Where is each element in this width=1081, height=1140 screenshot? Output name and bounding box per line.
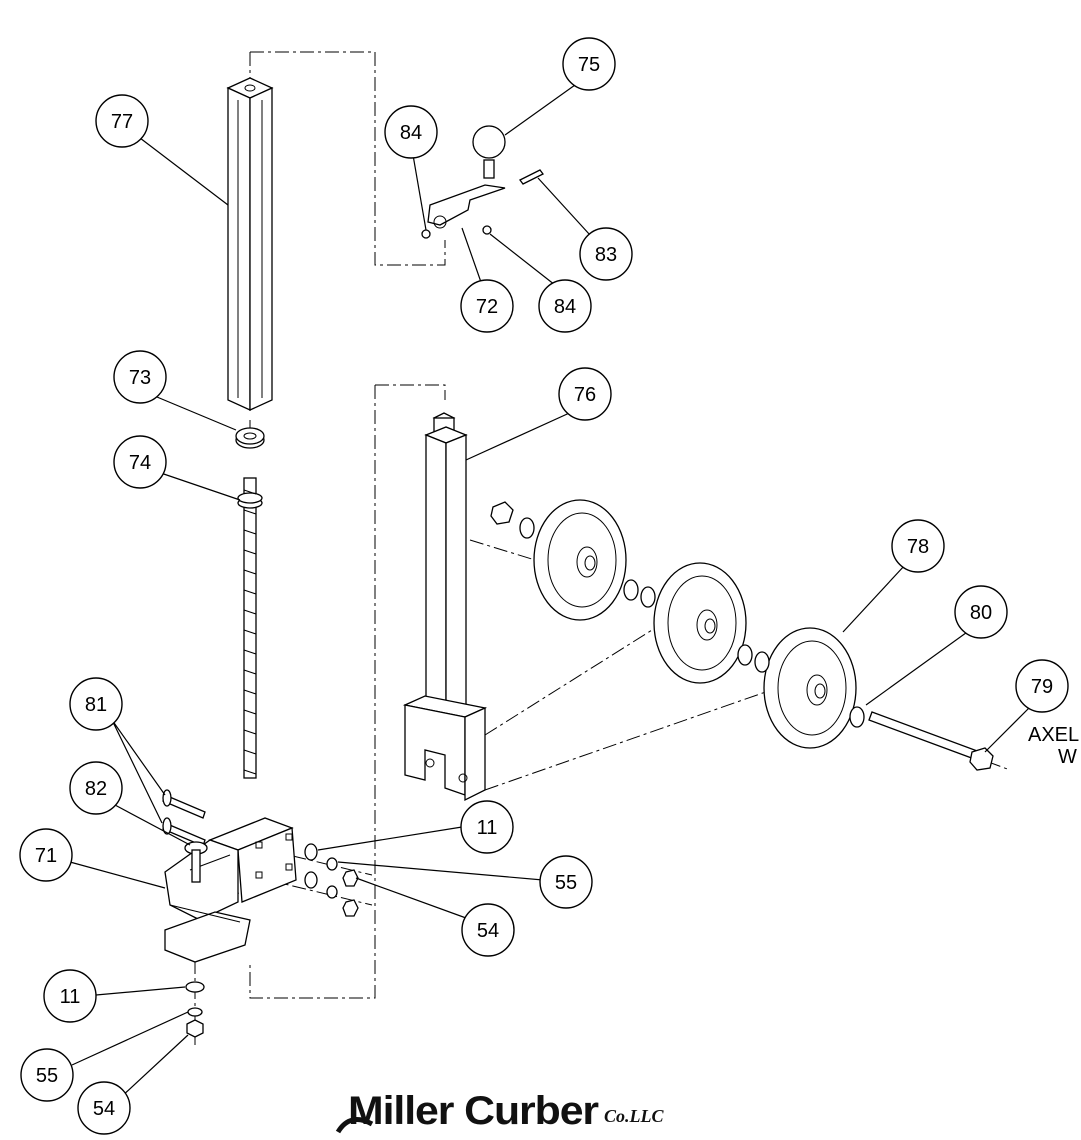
callout-label: 80 — [970, 602, 992, 624]
callout-80: 80 — [954, 585, 1008, 639]
crank-handle-assembly — [421, 125, 544, 239]
callout-label: 73 — [129, 367, 151, 389]
upper-tube-part-77 — [226, 77, 274, 412]
callout-82: 82 — [69, 761, 123, 815]
logo-sub-text: Co.LLC — [604, 1106, 664, 1126]
callout-label: 77 — [111, 111, 133, 133]
bolts-part-81 — [162, 789, 206, 847]
leader-lines — [69, 84, 1033, 1099]
callout-73: 73 — [113, 350, 167, 404]
callout-label: 55 — [36, 1065, 58, 1087]
callout-label: 84 — [554, 296, 576, 318]
callout-54-bottom: 54 — [77, 1081, 131, 1135]
lower-hardware — [185, 981, 205, 1038]
callout-label: 81 — [85, 694, 107, 716]
callout-76: 76 — [558, 367, 612, 421]
callout-74: 74 — [113, 435, 167, 489]
callout-78: 78 — [891, 519, 945, 573]
callout-83: 83 — [579, 227, 633, 281]
callout-77: 77 — [95, 94, 149, 148]
callout-label: 79 — [1031, 676, 1053, 698]
threaded-screw-part-74 — [237, 477, 263, 779]
callout-label: 54 — [477, 920, 499, 942]
callout-label: 55 — [555, 872, 577, 894]
carriage-bolt-part-82 — [184, 841, 208, 883]
callout-55-right: 55 — [539, 855, 593, 909]
wheel-middle — [653, 562, 747, 684]
bearing-part-73 — [235, 427, 265, 449]
axle-bolt-part-79 — [868, 711, 994, 771]
callout-label: 84 — [400, 122, 422, 144]
callout-label: 54 — [93, 1098, 115, 1120]
callout-54-right: 54 — [461, 903, 515, 957]
callout-79: 79 — [1015, 659, 1069, 713]
callout-75: 75 — [562, 37, 616, 91]
callout-label: 74 — [129, 452, 151, 474]
callout-label: 11 — [60, 986, 81, 1008]
callout-11-bottom: 11 — [43, 969, 97, 1023]
wheel-right — [763, 627, 857, 749]
leg-tube-part-76 — [402, 412, 488, 802]
callout-84-top: 84 — [384, 105, 438, 159]
edge-text-line2: W — [1058, 746, 1077, 768]
callout-label: 82 — [85, 778, 107, 800]
base-bracket-part-71 — [164, 817, 297, 963]
axle-washers — [490, 501, 865, 728]
callout-81: 81 — [69, 677, 123, 731]
assembly-guide-lines — [194, 51, 1011, 1045]
edge-text-line1: AXEL — [1028, 724, 1079, 746]
callout-label: 76 — [574, 384, 596, 406]
callout-72: 72 — [460, 279, 514, 333]
callout-label: 78 — [907, 536, 929, 558]
bracket-hardware — [304, 843, 359, 917]
callout-label: 75 — [578, 54, 600, 76]
wheel-left — [533, 499, 627, 621]
callout-label: 71 — [35, 845, 57, 867]
callout-55-bottom: 55 — [20, 1048, 74, 1102]
callout-label: 83 — [595, 244, 617, 266]
callout-11-right: 11 — [460, 800, 514, 854]
callout-label: 11 — [477, 817, 498, 839]
callout-label: 72 — [476, 296, 498, 318]
callout-84-bottom: 84 — [538, 279, 592, 333]
company-logo: Miller Curber Co.LLC — [335, 1089, 664, 1134]
callout-71: 71 — [19, 828, 73, 882]
logo-main-text: Miller Curber — [348, 1089, 598, 1133]
